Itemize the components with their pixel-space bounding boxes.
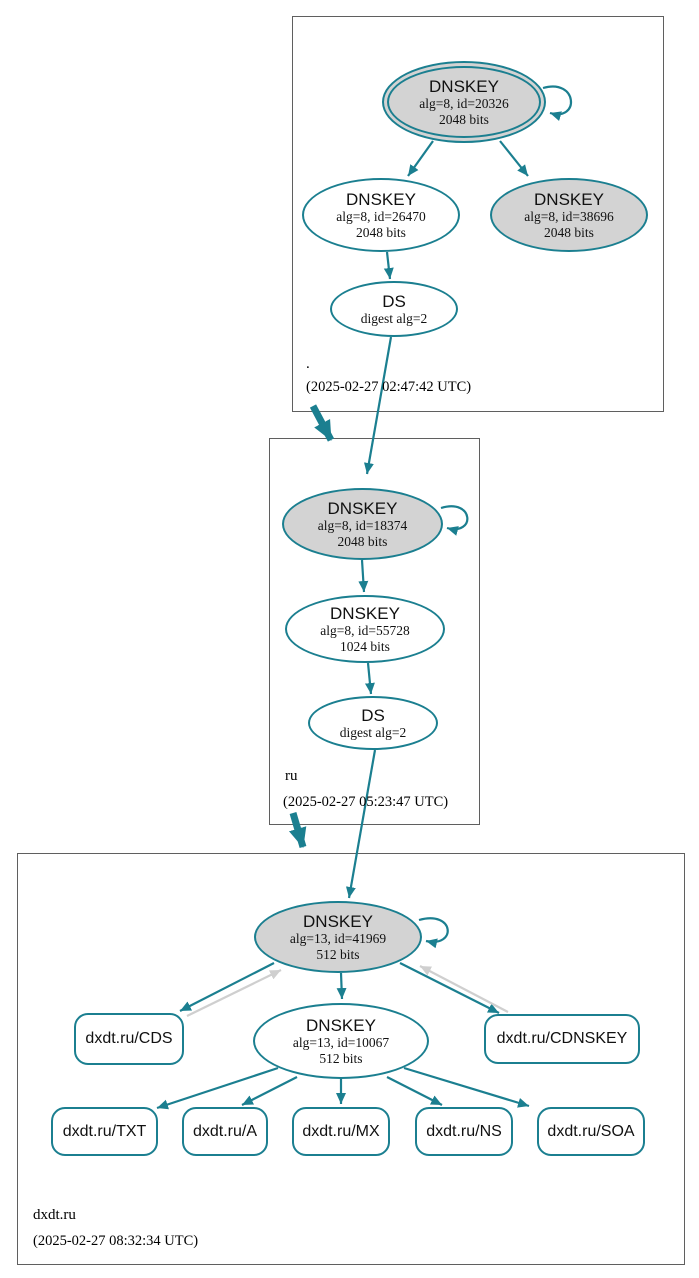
rrset-label: dxdt.ru/NS [426, 1122, 502, 1140]
rrset-label: dxdt.ru/CDNSKEY [496, 1030, 628, 1047]
node-detail-digest: digest alg=2 [360, 310, 428, 326]
edge-dnskey-10067-to-txt [156, 1066, 279, 1110]
edge-zone-root-to-ru [309, 404, 335, 442]
node-detail-bits: 512 bits [316, 946, 360, 962]
edge-selfloop-dnskey-18374 [440, 505, 469, 536]
dnskey-node-10067[interactable]: DNSKEY alg=13, id=10067 512 bits [253, 1003, 429, 1079]
edge-zone-ru-to-dxdt [289, 812, 307, 848]
node-title: DS [361, 705, 385, 725]
node-title: DNSKEY [330, 603, 400, 623]
zone-timestamp-dxdt-ru: (2025-02-27 08:32:34 UTC) [33, 1233, 199, 1249]
node-detail-bits: 512 bits [319, 1050, 363, 1066]
edge-dnskey-55728-to-ds [364, 662, 375, 695]
edge-selfloop-dnskey-20326 [542, 85, 573, 121]
dnskey-node-20326-inner-ring: DNSKEY alg=8, id=20326 2048 bits [387, 66, 541, 138]
edge-dnskey-41969-to-cds [179, 962, 275, 1012]
rrset-node-dxdt-ru-ns[interactable]: dxdt.ru/NS [415, 1107, 513, 1156]
ds-node-root[interactable]: DS digest alg=2 [330, 281, 458, 337]
node-title: DNSKEY [429, 76, 499, 96]
dnskey-node-26470[interactable]: DNSKEY alg=8, id=26470 2048 bits [302, 178, 460, 252]
rrset-node-dxdt-ru-mx[interactable]: dxdt.ru/MX [292, 1107, 390, 1156]
ds-node-ru[interactable]: DS digest alg=2 [308, 696, 438, 750]
edge-ds-root-to-dnskey-18374 [363, 336, 393, 475]
edge-ds-ru-to-dnskey-41969 [345, 749, 377, 899]
node-detail-bits: 2048 bits [439, 111, 489, 127]
edge-dnskey-10067-to-a [241, 1076, 298, 1106]
zone-box-root [292, 16, 664, 412]
edge-dnskey-41969-to-cdnskey [399, 962, 500, 1014]
node-title: DNSKEY [534, 189, 604, 209]
node-detail-bits: 2048 bits [356, 224, 406, 240]
node-detail-alg: alg=13, id=10067 [292, 1034, 390, 1050]
rrset-node-dxdt-ru-cds[interactable]: dxdt.ru/CDS [74, 1013, 184, 1065]
node-detail-digest: digest alg=2 [339, 724, 407, 740]
node-title: DNSKEY [327, 498, 398, 518]
zone-timestamp-ru: (2025-02-27 05:23:47 UTC) [283, 794, 449, 810]
rrset-label: dxdt.ru/MX [302, 1122, 380, 1140]
edge-dnskey-10067-to-ns [386, 1076, 443, 1106]
rrset-node-dxdt-ru-soa[interactable]: dxdt.ru/SOA [537, 1107, 645, 1156]
node-detail-alg: alg=8, id=26470 [336, 208, 426, 224]
edge-dnskey-20326-to-26470 [407, 140, 434, 177]
node-detail-bits: 2048 bits [337, 533, 388, 549]
dnskey-node-55728[interactable]: DNSKEY alg=8, id=55728 1024 bits [285, 595, 445, 663]
edge-selfloop-dnskey-41969 [418, 917, 449, 949]
node-detail-alg: alg=8, id=20326 [419, 95, 509, 111]
zone-timestamp-root: (2025-02-27 02:47:42 UTC) [306, 379, 472, 395]
rrset-node-dxdt-ru-txt[interactable]: dxdt.ru/TXT [51, 1107, 158, 1156]
node-title: DNSKEY [303, 911, 373, 931]
edge-cds-to-dnskey-41969 [186, 969, 282, 1017]
rrset-label: dxdt.ru/TXT [62, 1122, 147, 1140]
rrset-node-dxdt-ru-a[interactable]: dxdt.ru/A [182, 1107, 268, 1156]
rrset-label: dxdt.ru/SOA [547, 1122, 635, 1140]
rrset-label: dxdt.ru/CDS [85, 1030, 173, 1047]
edge-dnskey-41969-to-10067 [336, 972, 347, 1000]
node-detail-alg: alg=8, id=38696 [524, 208, 614, 224]
edge-dnskey-20326-to-38696 [499, 140, 529, 177]
edge-cdnskey-to-dnskey-41969 [419, 965, 509, 1013]
zone-box-ru [269, 438, 480, 825]
node-detail-alg: alg=13, id=41969 [289, 930, 387, 946]
node-title: DNSKEY [306, 1015, 376, 1035]
node-detail-alg: alg=8, id=55728 [320, 622, 410, 638]
zone-name-ru: ru [285, 768, 298, 784]
node-title: DNSKEY [346, 189, 416, 209]
dnskey-node-41969[interactable]: DNSKEY alg=13, id=41969 512 bits [254, 901, 422, 973]
dnskey-node-20326[interactable]: DNSKEY alg=8, id=20326 2048 bits [382, 61, 546, 143]
node-detail-bits: 2048 bits [544, 224, 594, 240]
zone-box-dxdt-ru [17, 853, 685, 1265]
node-detail-bits: 1024 bits [340, 638, 390, 654]
zone-name-root: . [306, 356, 310, 372]
node-title: DS [382, 291, 406, 311]
zone-name-dxdt-ru: dxdt.ru [33, 1207, 76, 1223]
edge-dnskey-26470-to-ds [383, 251, 394, 280]
edge-dnskey-10067-to-soa [403, 1066, 530, 1108]
dnskey-node-18374[interactable]: DNSKEY alg=8, id=18374 2048 bits [282, 488, 443, 560]
rrset-node-dxdt-ru-cdnskey[interactable]: dxdt.ru/CDNSKEY [484, 1014, 640, 1064]
edge-dnskey-18374-to-55728 [358, 559, 369, 593]
node-detail-alg: alg=8, id=18374 [317, 517, 408, 533]
rrset-label: dxdt.ru/A [192, 1122, 258, 1140]
dnskey-node-38696[interactable]: DNSKEY alg=8, id=38696 2048 bits [490, 178, 648, 252]
